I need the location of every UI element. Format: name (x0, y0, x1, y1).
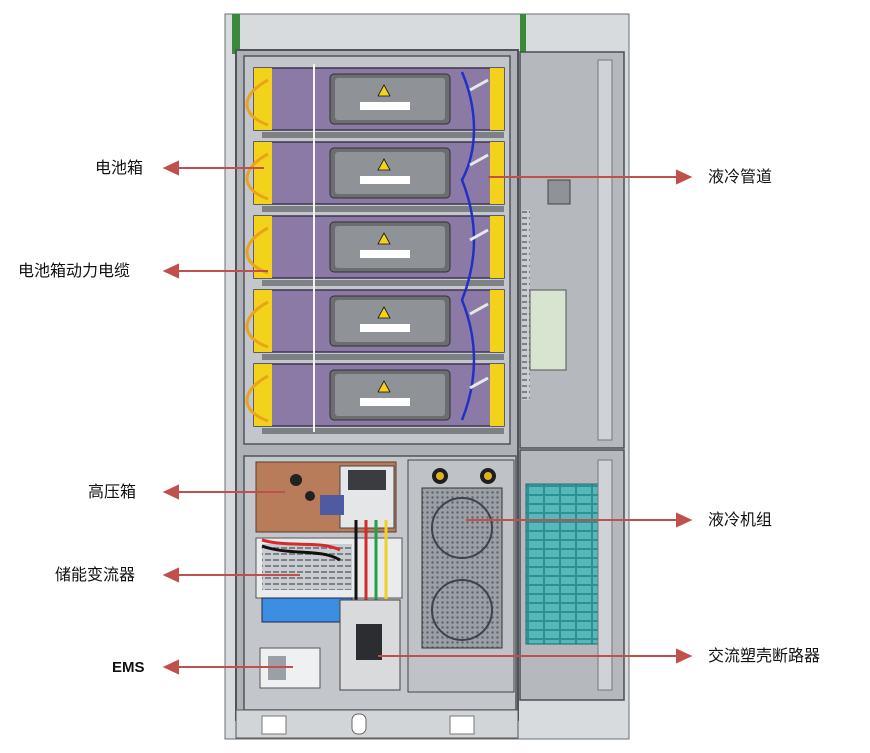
label-battery-box: 电池箱 (95, 158, 143, 178)
battery-module-3 (254, 216, 504, 286)
battery-module-2 (254, 142, 504, 212)
label-hv-box: 高压箱 (88, 482, 136, 502)
label-ems: EMS (112, 658, 145, 678)
label-ac-mccb: 交流塑壳断路器 (708, 646, 820, 666)
hinge-left (232, 14, 240, 54)
battery-module-1 (254, 68, 504, 138)
heat-exchanger-panel (526, 484, 604, 644)
label-pcs: 储能变流器 (55, 565, 135, 585)
label-battery-box-power-cable: 电池箱动力电缆 (18, 261, 130, 281)
hinge-right (520, 14, 526, 54)
label-liquid-cooling-unit: 液冷机组 (708, 510, 772, 530)
label-liquid-cooling-pipe: 液冷管道 (708, 167, 772, 187)
battery-module-4 (254, 290, 504, 360)
battery-modules (254, 68, 504, 434)
battery-module-5 (254, 364, 504, 434)
